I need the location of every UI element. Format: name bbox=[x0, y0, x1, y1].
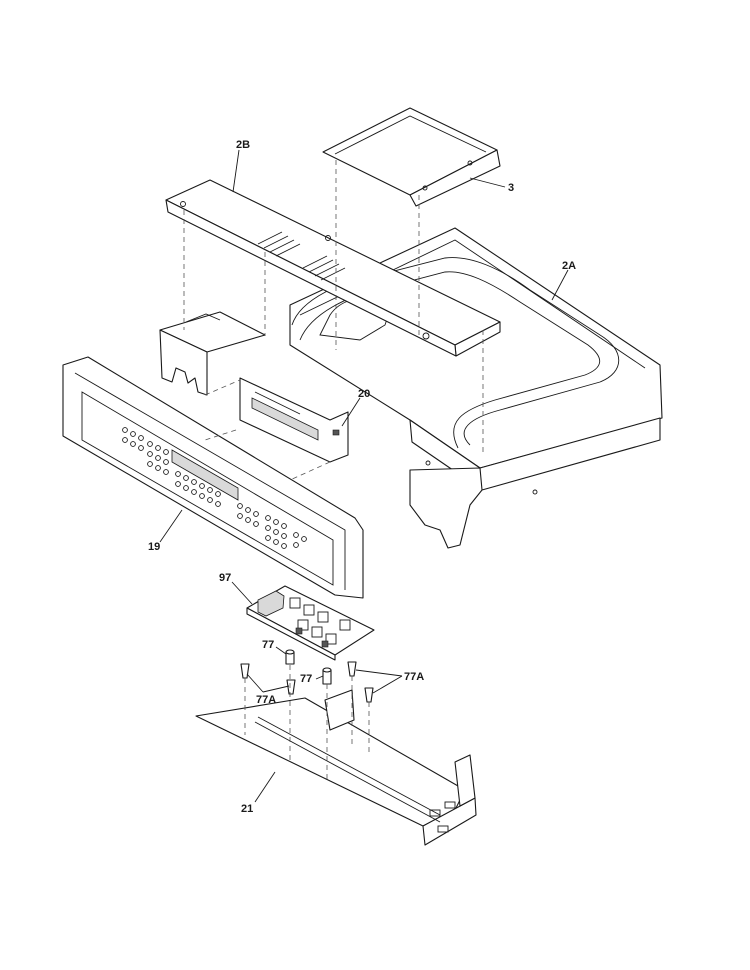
callout-2A: 2A bbox=[562, 260, 576, 272]
callout-3: 3 bbox=[508, 182, 514, 194]
part-97-control-board bbox=[246, 585, 375, 661]
callout-21: 21 bbox=[241, 803, 253, 815]
callout-97: 97 bbox=[219, 572, 231, 584]
callout-19: 19 bbox=[148, 541, 160, 553]
part-19-control-panel bbox=[62, 356, 364, 599]
callout-77A-left: 77A bbox=[256, 694, 276, 706]
callout-77A-right: 77A bbox=[404, 671, 424, 683]
callout-77-center: 77 bbox=[300, 673, 312, 685]
callout-leader-lines bbox=[159, 149, 569, 803]
part-20-display-board bbox=[239, 377, 349, 463]
part-21-mounting-bracket bbox=[195, 689, 477, 846]
part-3-cover-plate bbox=[322, 107, 501, 207]
part-2B-front-trim bbox=[165, 179, 501, 357]
left-side-bracket bbox=[159, 311, 266, 396]
callout-20: 20 bbox=[358, 388, 370, 400]
callout-77-left: 77 bbox=[262, 639, 274, 651]
callout-2B: 2B bbox=[236, 139, 250, 151]
part-77-standoffs bbox=[285, 649, 332, 685]
assembly-dashed-lines bbox=[183, 160, 484, 780]
callout-labels: 2B 3 2A 20 19 97 77 77 77A 77A 21 bbox=[148, 139, 576, 815]
